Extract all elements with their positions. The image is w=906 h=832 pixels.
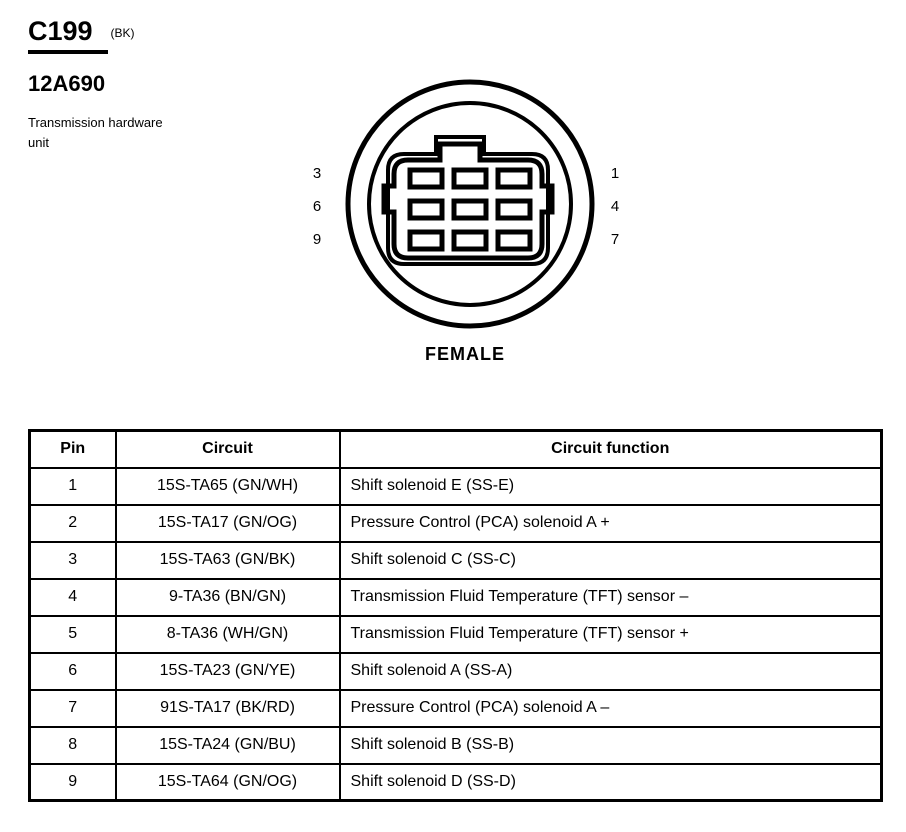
cell-circuit: 15S-TA65 (GN/WH) (114, 466, 341, 506)
connector-body-outline (381, 141, 555, 261)
pin-callout-4: 4 (610, 198, 620, 215)
cell-pin: 8 (28, 725, 117, 765)
cell-pin: 9 (28, 762, 117, 802)
cell-pin: 2 (28, 503, 117, 543)
pin-callout-3: 3 (312, 165, 322, 182)
cell-circuit: 15S-TA24 (GN/BU) (114, 725, 341, 765)
part-description: Transmission hardware unit (28, 115, 163, 151)
connector-outer-shell-circle (345, 79, 595, 329)
cell-function: Shift solenoid D (SS-D) (338, 762, 883, 802)
cavity-5 (451, 198, 489, 221)
pin-callout-9: 9 (312, 231, 322, 248)
pin-callout-6: 6 (312, 198, 322, 215)
cavity-grid (407, 167, 533, 252)
cavity-8 (451, 229, 489, 252)
cell-circuit: 15S-TA17 (GN/OG) (114, 503, 341, 543)
cell-circuit: 15S-TA63 (GN/BK) (114, 540, 341, 580)
cell-function: Shift solenoid C (SS-C) (338, 540, 883, 580)
cavity-7 (495, 229, 533, 252)
cell-circuit: 15S-TA23 (GN/YE) (114, 651, 341, 691)
connector-header: C199 (BK) 12A690 Transmission hardware u… (28, 18, 328, 153)
cavity-6 (407, 198, 445, 221)
cell-circuit: 9-TA36 (BN/GN) (114, 577, 341, 617)
part-number: 12A690 (28, 71, 106, 96)
cell-pin: 1 (28, 466, 117, 506)
title-underline-rule (28, 50, 108, 54)
cavity-9 (407, 229, 445, 252)
cell-function: Transmission Fluid Temperature (TFT) sen… (338, 577, 883, 617)
column-header-pin: Pin (28, 429, 117, 469)
cell-function: Pressure Control (PCA) solenoid A + (338, 503, 883, 543)
cell-circuit: 8-TA36 (WH/GN) (114, 614, 341, 654)
cavity-4 (495, 198, 533, 221)
pin-callout-1: 1 (610, 165, 620, 182)
connector-gender-caption: FEMALE (425, 344, 505, 364)
cell-pin: 5 (28, 614, 117, 654)
cell-function: Pressure Control (PCA) solenoid A – (338, 688, 883, 728)
cell-function: Shift solenoid B (SS-B) (338, 725, 883, 765)
connector-id: C199 (28, 16, 93, 46)
cell-pin: 3 (28, 540, 117, 580)
connector-body-outer-wall (386, 135, 550, 266)
cavity-2 (451, 167, 489, 190)
connector-diagram: 3 6 9 1 4 7 FEMALE (290, 76, 640, 376)
cell-circuit: 91S-TA17 (BK/RD) (114, 688, 341, 728)
connector-inner-shell-circle (367, 101, 573, 307)
cavity-3 (407, 167, 445, 190)
cavity-1 (495, 167, 533, 190)
column-header-circuit: Circuit (114, 429, 341, 469)
column-header-function: Circuit function (338, 429, 883, 469)
cell-pin: 4 (28, 577, 117, 617)
connector-face-svg (345, 79, 595, 329)
cell-pin: 6 (28, 651, 117, 691)
pin-callout-7: 7 (610, 231, 620, 248)
table-header: Pin Circuit Circuit function (28, 429, 883, 469)
connector-color-code: (BK) (110, 26, 135, 40)
cell-pin: 7 (28, 688, 117, 728)
cell-function: Shift solenoid E (SS-E) (338, 466, 883, 506)
table-header-row: Pin Circuit Circuit function (28, 429, 883, 469)
connector-id-row: C199 (BK) (28, 18, 328, 45)
cell-function: Shift solenoid A (SS-A) (338, 651, 883, 691)
cell-circuit: 15S-TA64 (GN/OG) (114, 762, 341, 802)
cell-function: Transmission Fluid Temperature (TFT) sen… (338, 614, 883, 654)
